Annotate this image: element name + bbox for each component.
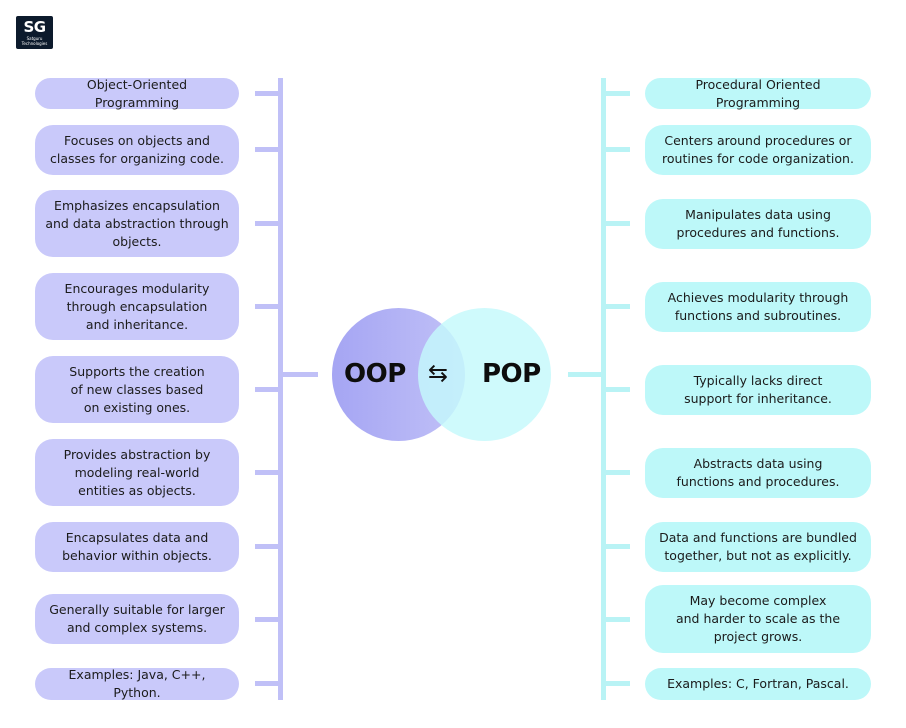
pop-tick [603, 387, 630, 392]
oop-tick [255, 387, 280, 392]
pop-item-box: Centers around procedures or routines fo… [645, 125, 871, 175]
pop-item-box: Data and functions are bundled together,… [645, 522, 871, 572]
pop-tick [603, 544, 630, 549]
pop-item-box: May become complex and harder to scale a… [645, 585, 871, 653]
pop-tick [603, 617, 630, 622]
oop-tick [255, 147, 280, 152]
oop-center-label: OOP [344, 359, 406, 389]
pop-examples-box: Examples: C, Fortran, Pascal. [645, 668, 871, 700]
pop-title-box: Procedural Oriented Programming [645, 77, 871, 110]
oop-connector-line [278, 78, 283, 700]
pop-item-box: Typically lacks direct support for inher… [645, 365, 871, 415]
logo: SG Satguru Technologies [16, 16, 53, 49]
pop-circle [418, 308, 551, 441]
pop-item-box: Achieves modularity through functions an… [645, 282, 871, 332]
oop-item-box: Encapsulates data and behavior within ob… [35, 522, 239, 572]
pop-center-link [568, 372, 603, 377]
pop-tick [603, 681, 630, 686]
swap-arrows-icon: ⇆ [428, 359, 449, 387]
pop-tick [603, 147, 630, 152]
oop-tick [255, 617, 280, 622]
oop-tick [255, 221, 280, 226]
pop-center-label: POP [482, 359, 541, 389]
oop-item-box: Provides abstraction by modeling real-wo… [35, 439, 239, 506]
oop-examples-box: Examples: Java, C++, Python. [35, 667, 239, 700]
oop-item-box: Supports the creation of new classes bas… [35, 356, 239, 423]
oop-tick [255, 470, 280, 475]
pop-tick [603, 470, 630, 475]
oop-item-box: Focuses on objects and classes for organ… [35, 125, 239, 175]
pop-tick [603, 304, 630, 309]
pop-item-box: Abstracts data using functions and proce… [645, 448, 871, 498]
oop-tick [255, 304, 280, 309]
oop-tick [255, 544, 280, 549]
logo-initials: SG [23, 18, 46, 36]
oop-center-link [280, 372, 318, 377]
pop-item-box: Manipulates data using procedures and fu… [645, 199, 871, 249]
oop-item-box: Generally suitable for larger and comple… [35, 594, 239, 644]
pop-tick [603, 91, 630, 96]
oop-title-box: Object-Oriented Programming [35, 77, 239, 110]
pop-tick [603, 221, 630, 226]
oop-item-box: Emphasizes encapsulation and data abstra… [35, 190, 239, 257]
logo-company: Satguru Technologies [21, 36, 48, 46]
oop-tick [255, 91, 280, 96]
oop-item-box: Encourages modularity through encapsulat… [35, 273, 239, 340]
oop-tick [255, 681, 280, 686]
